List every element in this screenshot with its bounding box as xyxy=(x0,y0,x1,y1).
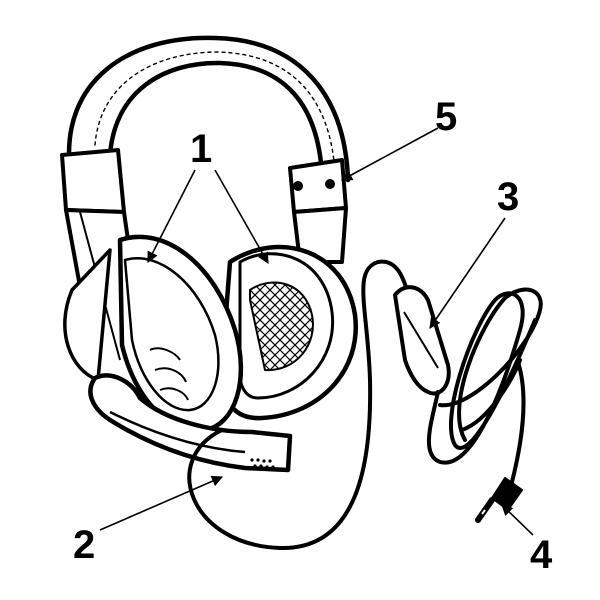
callout-3: 3 xyxy=(497,175,519,219)
cable-loop xyxy=(187,259,412,551)
volume-control xyxy=(393,285,451,396)
coiled-cable xyxy=(426,287,543,484)
leader-1-right xyxy=(214,169,269,264)
headband xyxy=(66,35,351,183)
leader-5 xyxy=(341,127,439,181)
leader-1-left xyxy=(147,169,196,263)
callout-5: 5 xyxy=(435,95,457,139)
leader-2 xyxy=(99,475,224,531)
microphone xyxy=(88,373,293,473)
right-ear-cup xyxy=(219,244,359,421)
microphone-grille xyxy=(250,458,275,469)
leader-4 xyxy=(501,504,534,536)
callout-labels: 1 2 3 4 5 xyxy=(73,95,553,577)
left-ear-cup xyxy=(63,234,244,433)
callout-1: 1 xyxy=(190,127,212,171)
leader-3 xyxy=(429,217,506,329)
callout-4: 4 xyxy=(530,533,553,577)
audio-plug xyxy=(475,477,523,523)
callout-2: 2 xyxy=(73,523,95,567)
leader-lines xyxy=(99,127,534,536)
right-slider xyxy=(288,158,348,264)
